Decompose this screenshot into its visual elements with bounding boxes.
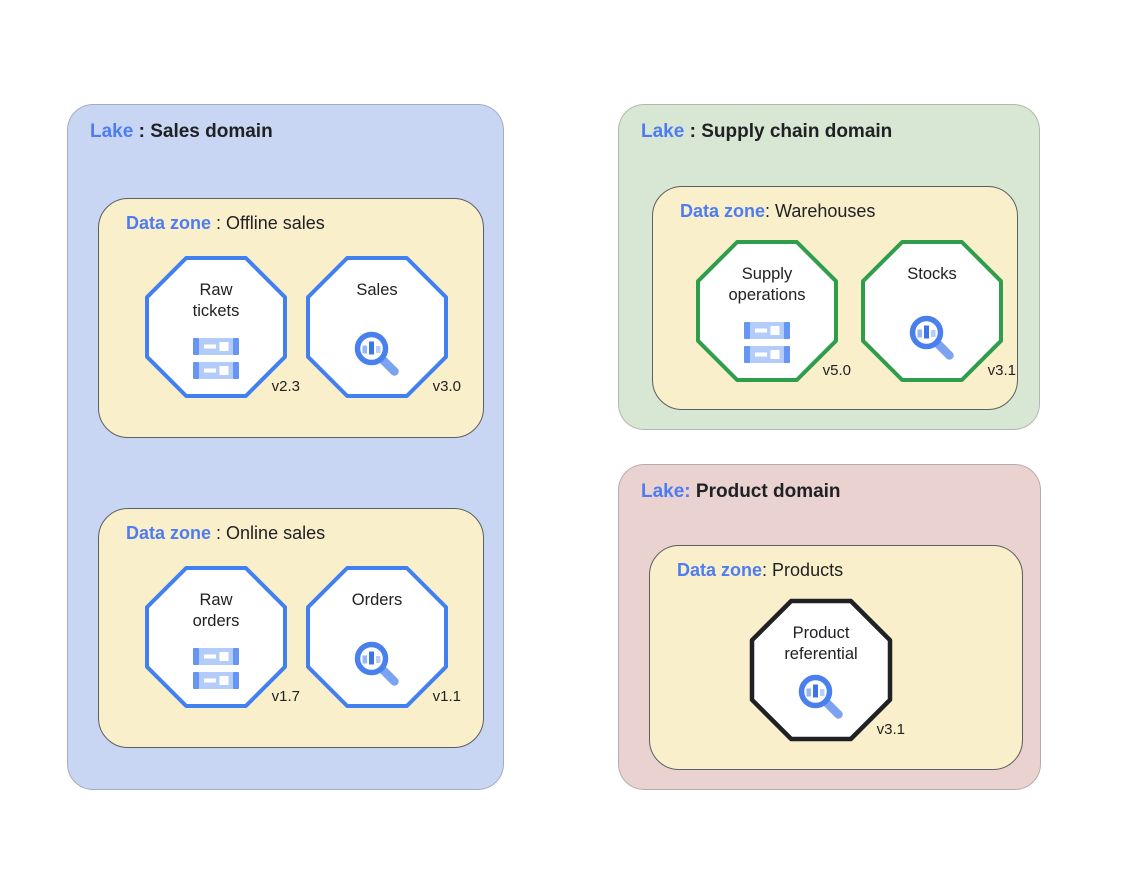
zone-products-title: Data zone: Products (677, 560, 843, 581)
asset-label-line2: operations (728, 286, 806, 304)
version-label: v5.0 (822, 362, 851, 379)
zone-title-separator: : (211, 213, 227, 233)
asset-label-line1: Raw (199, 591, 233, 609)
octagon-outline (145, 256, 287, 398)
asset-label: Stocks (866, 264, 998, 285)
zone-title-prefix: Data zone (680, 201, 766, 221)
version-label: v1.7 (271, 688, 300, 705)
zone-title-separator: : (211, 523, 227, 543)
asset-node-orders: Orders v1.1 (305, 565, 461, 709)
zone-online-sales: Data zone : Online sales Raw orders v1.7… (98, 508, 484, 748)
octagon-outline (306, 256, 448, 398)
lake-title-name: Supply chain domain (701, 121, 893, 142)
version-label: v3.1 (876, 721, 905, 738)
asset-label-line1: Orders (351, 591, 403, 609)
asset-label-line1: Supply (741, 265, 793, 283)
asset-label: Product referential (755, 623, 887, 665)
lake-title-prefix: Lake (90, 121, 134, 142)
zone-online-title: Data zone : Online sales (126, 523, 325, 544)
lake-supply-title: Lake : Supply chain domain (641, 121, 892, 143)
cloud-storage-icon (193, 338, 239, 379)
zone-warehouses: Data zone: Warehouses Supply operations … (652, 186, 1018, 410)
version-label: v1.1 (432, 688, 461, 705)
zone-title-separator: : (762, 560, 773, 580)
zone-title-separator: : (765, 201, 776, 221)
cloud-storage-icon (193, 648, 239, 689)
zone-title-prefix: Data zone (677, 560, 763, 580)
asset-label-line2: tickets (192, 302, 240, 320)
bigquery-icon (352, 639, 402, 689)
asset-node-raw-orders: Raw orders v1.7 (144, 565, 300, 709)
bigquery-icon (352, 329, 402, 379)
lake-sales-domain: Lake : Sales domain Data zone : Offline … (67, 104, 504, 790)
zone-offline-sales: Data zone : Offline sales Raw tickets v2… (98, 198, 484, 438)
version-label: v3.1 (987, 362, 1016, 379)
octagon-outline (861, 240, 1003, 382)
version-label: v2.3 (271, 378, 300, 395)
lake-title-name: Sales domain (150, 121, 273, 142)
zone-title-name: Warehouses (775, 201, 876, 221)
asset-label-line1: Stocks (907, 265, 957, 283)
zone-products: Data zone: Products Product referential … (649, 545, 1023, 770)
lake-title-name: Product domain (695, 481, 841, 502)
asset-node-stocks: Stocks v3.1 (860, 239, 1016, 383)
asset-label: Supply operations (701, 264, 833, 306)
asset-label: Orders (311, 590, 443, 611)
asset-label-line1: Raw (199, 281, 233, 299)
zone-title-name: Offline sales (226, 213, 325, 233)
lake-product-domain: Lake: Product domain Data zone: Products… (618, 464, 1041, 790)
bigquery-icon (907, 313, 957, 363)
asset-label: Sales (311, 280, 443, 301)
lake-title-separator: : (133, 121, 151, 142)
asset-node-product-referential: Product referential v3.1 (749, 598, 905, 742)
zone-title-name: Online sales (226, 523, 326, 543)
octagon-outline (145, 566, 287, 708)
asset-label: Raw tickets (150, 280, 282, 322)
asset-node-sales: Sales v3.0 (305, 255, 461, 399)
asset-label-line1: Product (792, 624, 850, 642)
cloud-storage-icon (744, 322, 790, 363)
lake-product-title: Lake: Product domain (641, 481, 841, 503)
lake-supply-chain-domain: Lake : Supply chain domain Data zone: Wa… (618, 104, 1040, 430)
lake-title-prefix: Lake (641, 121, 685, 142)
asset-label-line1: Sales (356, 281, 398, 299)
zone-warehouses-title: Data zone: Warehouses (680, 201, 875, 222)
lake-sales-title: Lake : Sales domain (90, 121, 273, 143)
zone-offline-title: Data zone : Offline sales (126, 213, 325, 234)
zone-title-name: Products (772, 560, 844, 580)
lake-title-prefix: Lake: (641, 481, 691, 502)
asset-label-line2: referential (784, 645, 858, 663)
octagon-outline (306, 566, 448, 708)
asset-label-line2: orders (192, 612, 240, 630)
asset-node-supply-operations: Supply operations v5.0 (695, 239, 851, 383)
zone-title-prefix: Data zone (126, 213, 212, 233)
bigquery-icon (796, 672, 846, 722)
zone-title-prefix: Data zone (126, 523, 212, 543)
lake-title-separator: : (684, 121, 702, 142)
version-label: v3.0 (432, 378, 461, 395)
octagon-outline (696, 240, 838, 382)
asset-node-raw-tickets: Raw tickets v2.3 (144, 255, 300, 399)
octagon-outline (749, 598, 893, 742)
asset-label: Raw orders (150, 590, 282, 632)
